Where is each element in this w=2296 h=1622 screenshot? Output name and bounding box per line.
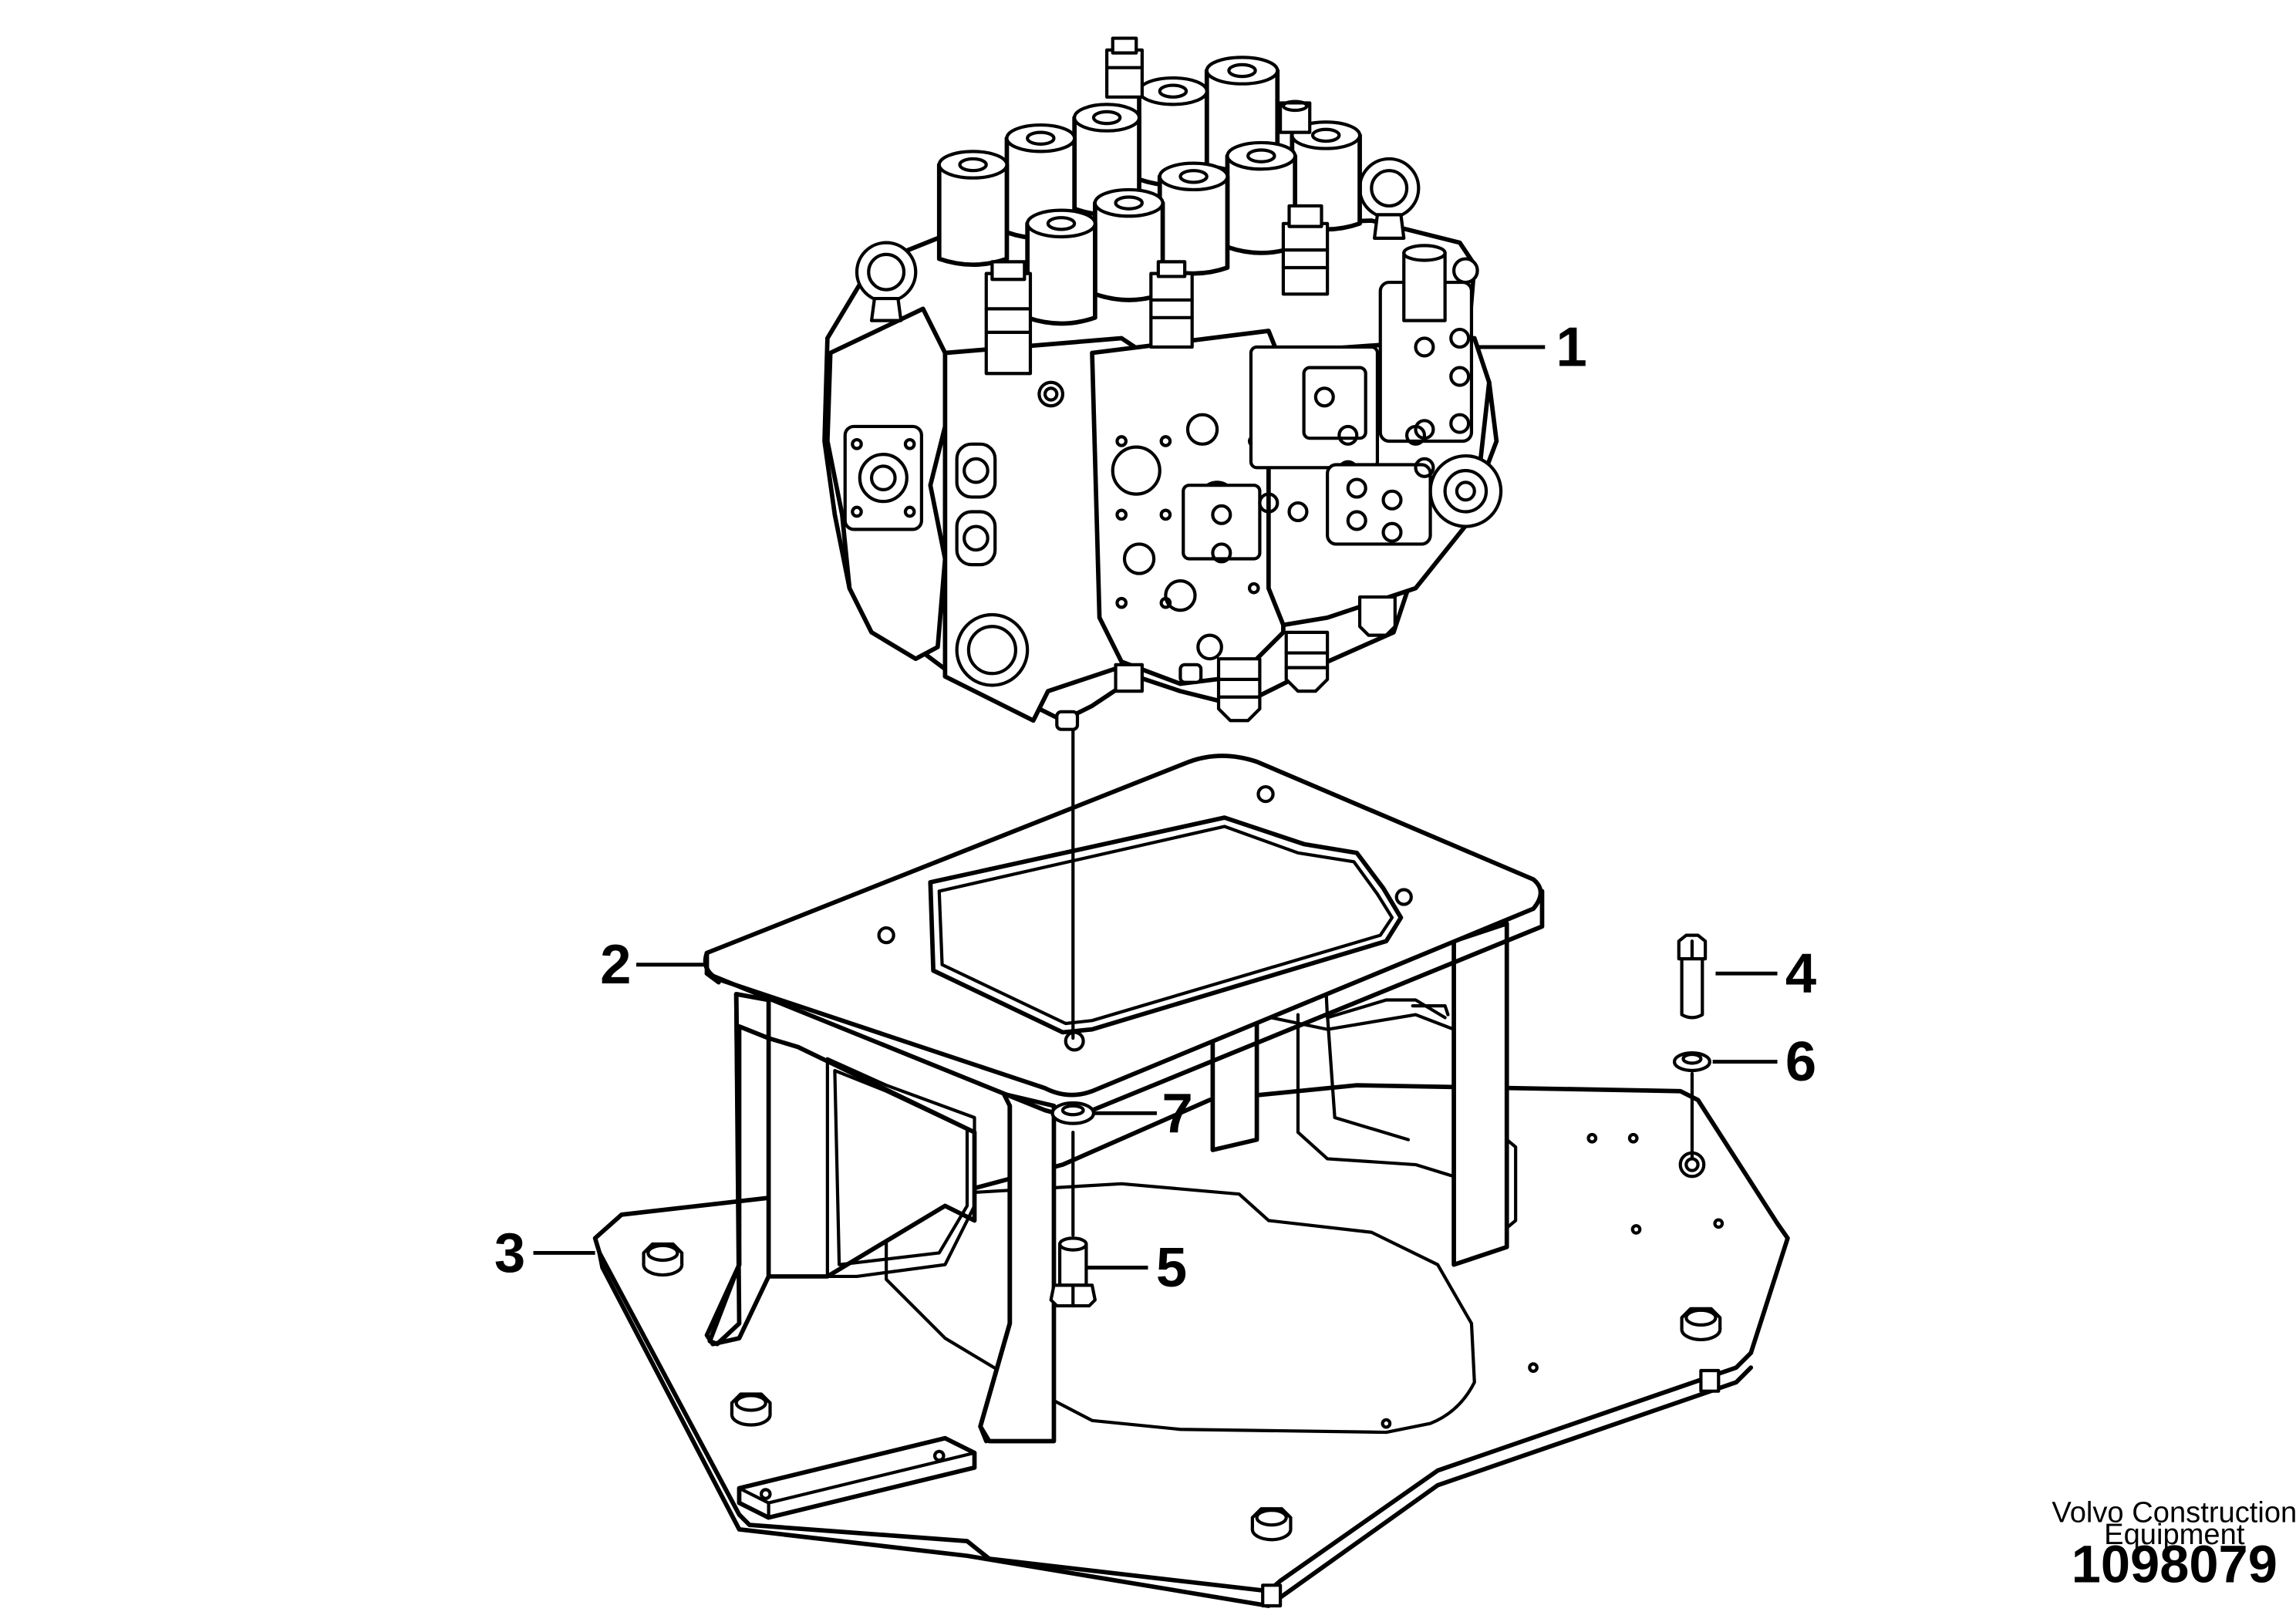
- callout-5: 5: [1156, 1236, 1187, 1299]
- hex-bolt-head: [1680, 1307, 1722, 1342]
- hex-bolt: [1677, 933, 1708, 1020]
- image-credit: Volvo Construction Equipment 1098079: [2052, 1496, 2296, 1593]
- top-fittings: [984, 36, 1479, 408]
- hex-bolt-head: [730, 1392, 772, 1427]
- credit-line-1: Volvo Construction: [2052, 1496, 2296, 1529]
- lifting-eye: [855, 241, 918, 322]
- callout-labels: 1 2 3 4 5 6 7: [494, 315, 1816, 1299]
- lifting-eye: [1357, 157, 1421, 240]
- credit-line-2: Equipment: [2104, 1518, 2245, 1551]
- control-valve-block: [822, 36, 1503, 731]
- callout-1: 1: [1556, 315, 1586, 378]
- reference-number: 1098079: [2072, 1535, 2277, 1594]
- callout-7: 7: [1161, 1082, 1192, 1145]
- hex-bolt: [1049, 1236, 1097, 1308]
- bottom-spools: [1055, 595, 1397, 731]
- washer: [1672, 1051, 1711, 1073]
- callout-3: 3: [494, 1222, 525, 1284]
- hex-bolt-head: [1250, 1507, 1293, 1542]
- callout-6: 6: [1785, 1030, 1816, 1093]
- washer: [1050, 1101, 1096, 1125]
- callout-leaders: [533, 345, 1778, 1270]
- callout-4: 4: [1785, 943, 1816, 1005]
- base-plate-bolts: [642, 1242, 1722, 1608]
- callout-2: 2: [600, 933, 631, 996]
- hex-bolt-head: [642, 1242, 684, 1277]
